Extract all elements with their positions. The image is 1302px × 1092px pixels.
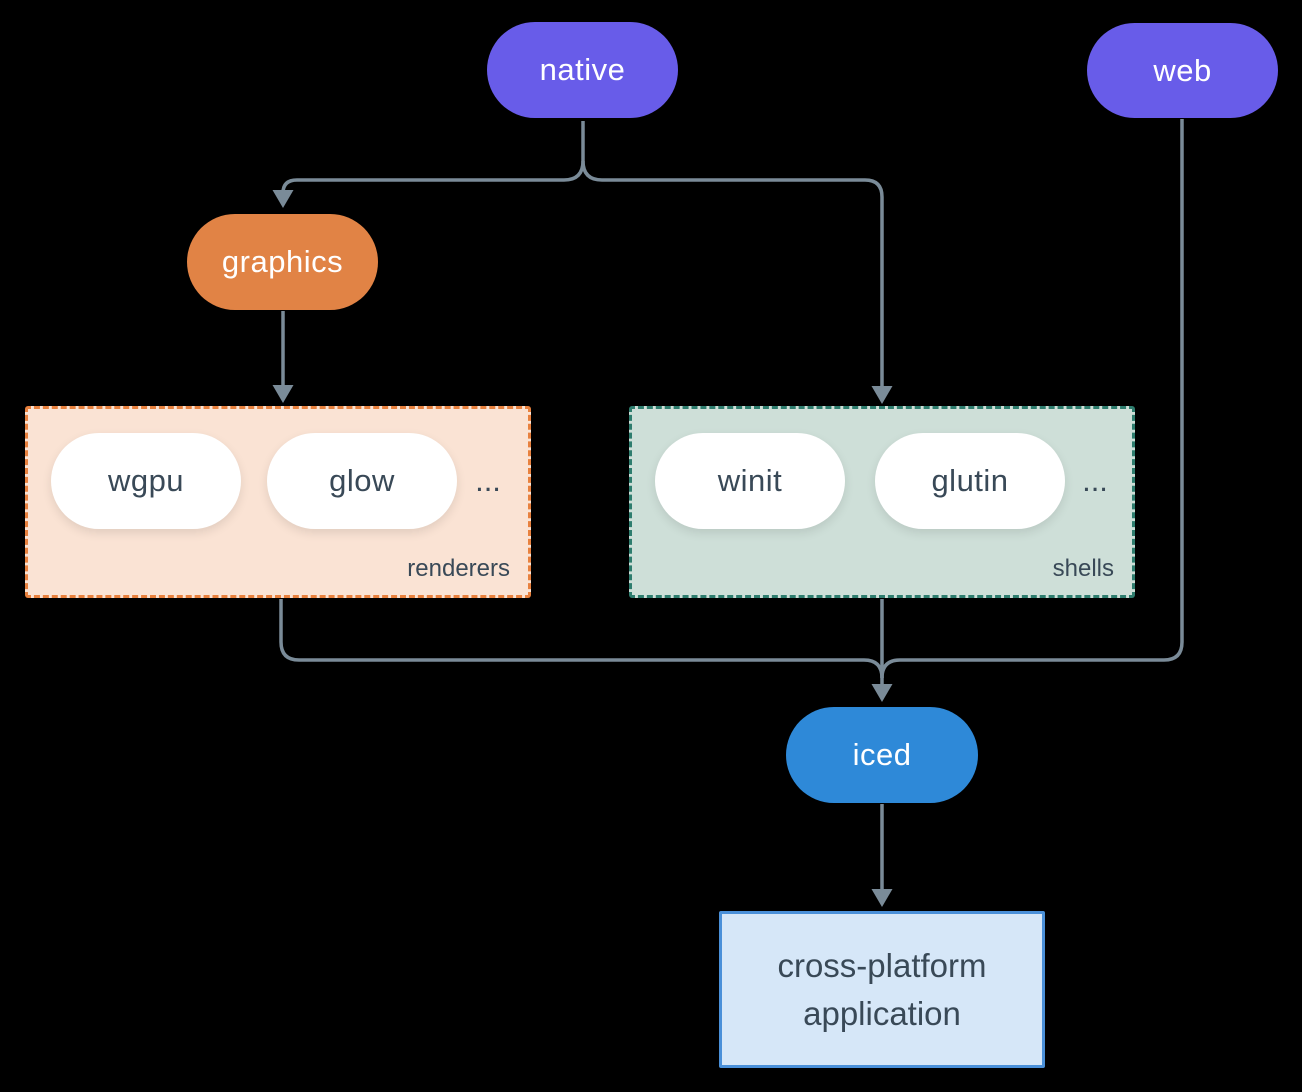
shells-group-label: shells — [1052, 555, 1114, 582]
application-label-line2: application — [803, 994, 961, 1032]
edge-renderers-to-merge — [279, 599, 884, 679]
renderers-ellipsis: ... — [475, 463, 501, 498]
edge-native-to-graphics — [281, 160, 585, 194]
arrow-into-shells — [871, 386, 893, 404]
application-label-line1: cross-platform — [777, 946, 987, 984]
node-web: web — [1087, 23, 1278, 118]
node-cross-platform-application: cross-platform application — [719, 911, 1045, 1068]
arrow-into-renderers — [272, 385, 294, 403]
arrow-into-graphics — [272, 190, 294, 208]
arrow-into-iced — [871, 684, 893, 702]
renderers-group-label: renderers — [407, 555, 510, 582]
node-graphics: graphics — [187, 214, 378, 310]
group-renderers: wgpu glow ... renderers — [25, 406, 531, 598]
edge-web-to-merge — [880, 119, 1184, 679]
arrow-into-application — [871, 889, 893, 907]
pill-winit: winit — [655, 433, 845, 529]
node-iced: iced — [786, 707, 978, 803]
edge-native-to-shells — [581, 160, 884, 388]
pill-glutin: glutin — [875, 433, 1065, 529]
shells-ellipsis: ... — [1082, 463, 1108, 498]
pill-glow: glow — [267, 433, 457, 529]
group-shells: winit glutin ... shells — [629, 406, 1135, 598]
node-native: native — [487, 22, 678, 118]
pill-wgpu: wgpu — [51, 433, 241, 529]
